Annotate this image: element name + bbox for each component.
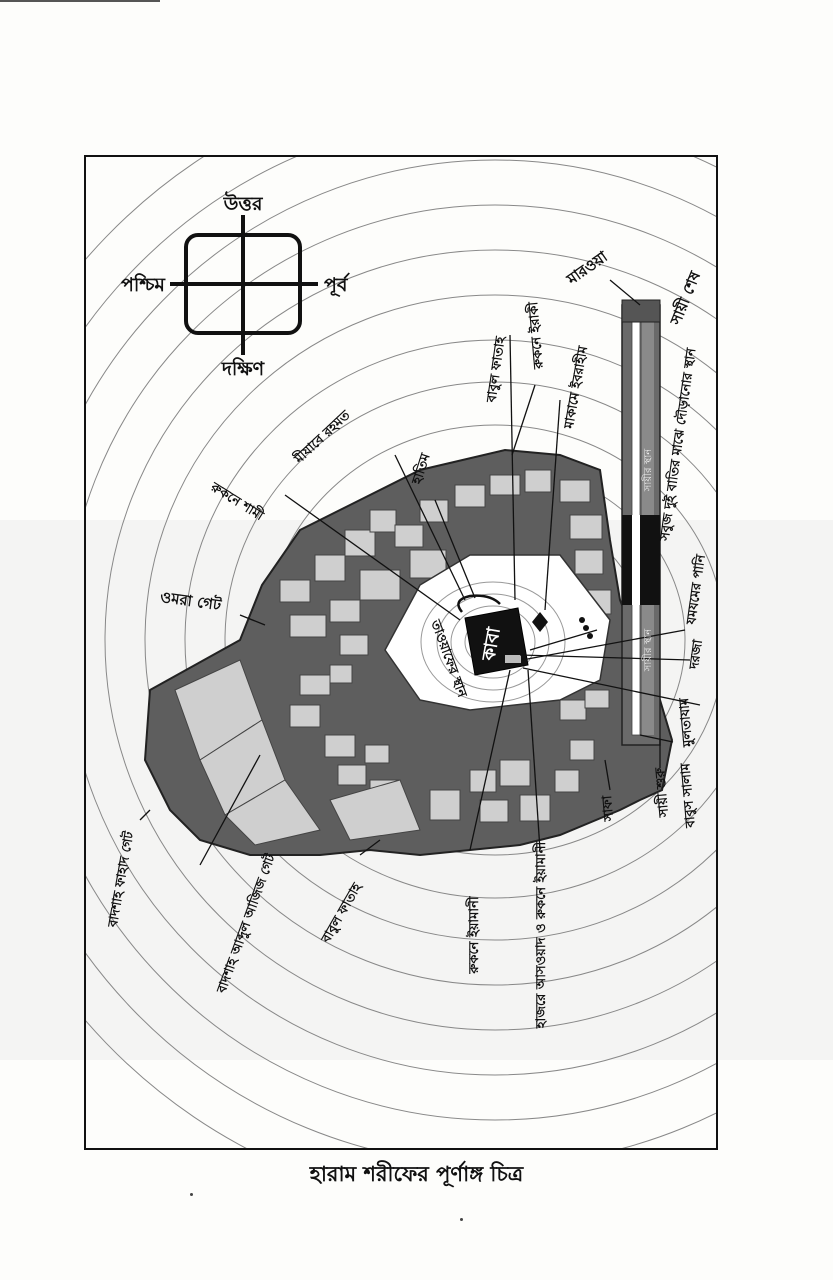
zamzam-markers: [579, 617, 593, 639]
compass-west-label: পশ্চিম: [121, 273, 166, 296]
marwa-label: মারওয়া: [563, 247, 612, 289]
maqame-ibrahim-marker: [532, 612, 548, 632]
diagram-frame: [84, 155, 718, 1150]
compass-south-label: দক্ষিণ: [221, 357, 266, 380]
rukne-iraqi-label: রুকনে ইরাকী: [524, 300, 547, 371]
umra-gate-label: ওমরা গেট: [159, 587, 223, 614]
compass-rose: [170, 215, 318, 355]
safa-label: সাফা: [600, 794, 617, 823]
hajre-aswad-kona-label: হাজরে আসওয়াদ ও রুকনে ইয়ামানী: [532, 840, 549, 1029]
green-lights-label: সবুজ দুই বাতির মাঝে দৌড়ানোর স্থান: [655, 346, 700, 543]
zamzam-label: যমযমের পানি: [682, 552, 709, 626]
sai-corridor: [621, 299, 661, 746]
scan-edge-mark: [0, 0, 160, 2]
door-label: দরজা: [687, 638, 706, 671]
building-blocks: [174, 469, 612, 846]
sai-lane-label-2: সায়ীর স্থান: [641, 628, 654, 672]
sai-lane-label-1: সায়ীর স্থান: [641, 448, 654, 492]
leader-lines: [139, 279, 701, 866]
paper-speck: [190, 1193, 193, 1196]
paper-speck: [460, 1218, 463, 1221]
compass-north-label: উত্তর: [223, 191, 264, 215]
diagram-caption: হারাম শরীফের পূর্ণাঙ্গ চিত্র: [309, 1162, 524, 1186]
kaaba: [464, 607, 529, 676]
maqame-ibrahim-label: মাকামে ইবরাহীম: [560, 344, 592, 431]
sai-start-label: সায়ী শুরু: [651, 766, 672, 819]
badshah-fahad-gate-label: বাদশাহ ফাহাদ গেট: [104, 829, 138, 929]
babul-fath-top-label: বাবুল ফাতাহ: [484, 335, 509, 405]
babussalam-label: বাবুস সালাম: [678, 762, 699, 829]
compass-east-label: পূর্ব: [324, 272, 351, 297]
rukne-shami-label: রুকনে শামী: [207, 478, 268, 525]
multazam-label: মুলতাযাম: [677, 696, 697, 748]
hatim-arc: [457, 594, 501, 613]
badshah-abdul-aziz-gate-label: বাদশাহ আব্দুল আজিজ গেট: [212, 851, 280, 997]
rukne-yamani-label: রুকনে ইয়ামানী: [465, 895, 482, 975]
babul-fath-label: বাবুল ফাতাহ: [318, 880, 366, 947]
mizabe-rahmat-label: মীযাবে রহমত: [290, 406, 355, 468]
sai-end-label: সায়ী শেষ: [665, 268, 704, 328]
